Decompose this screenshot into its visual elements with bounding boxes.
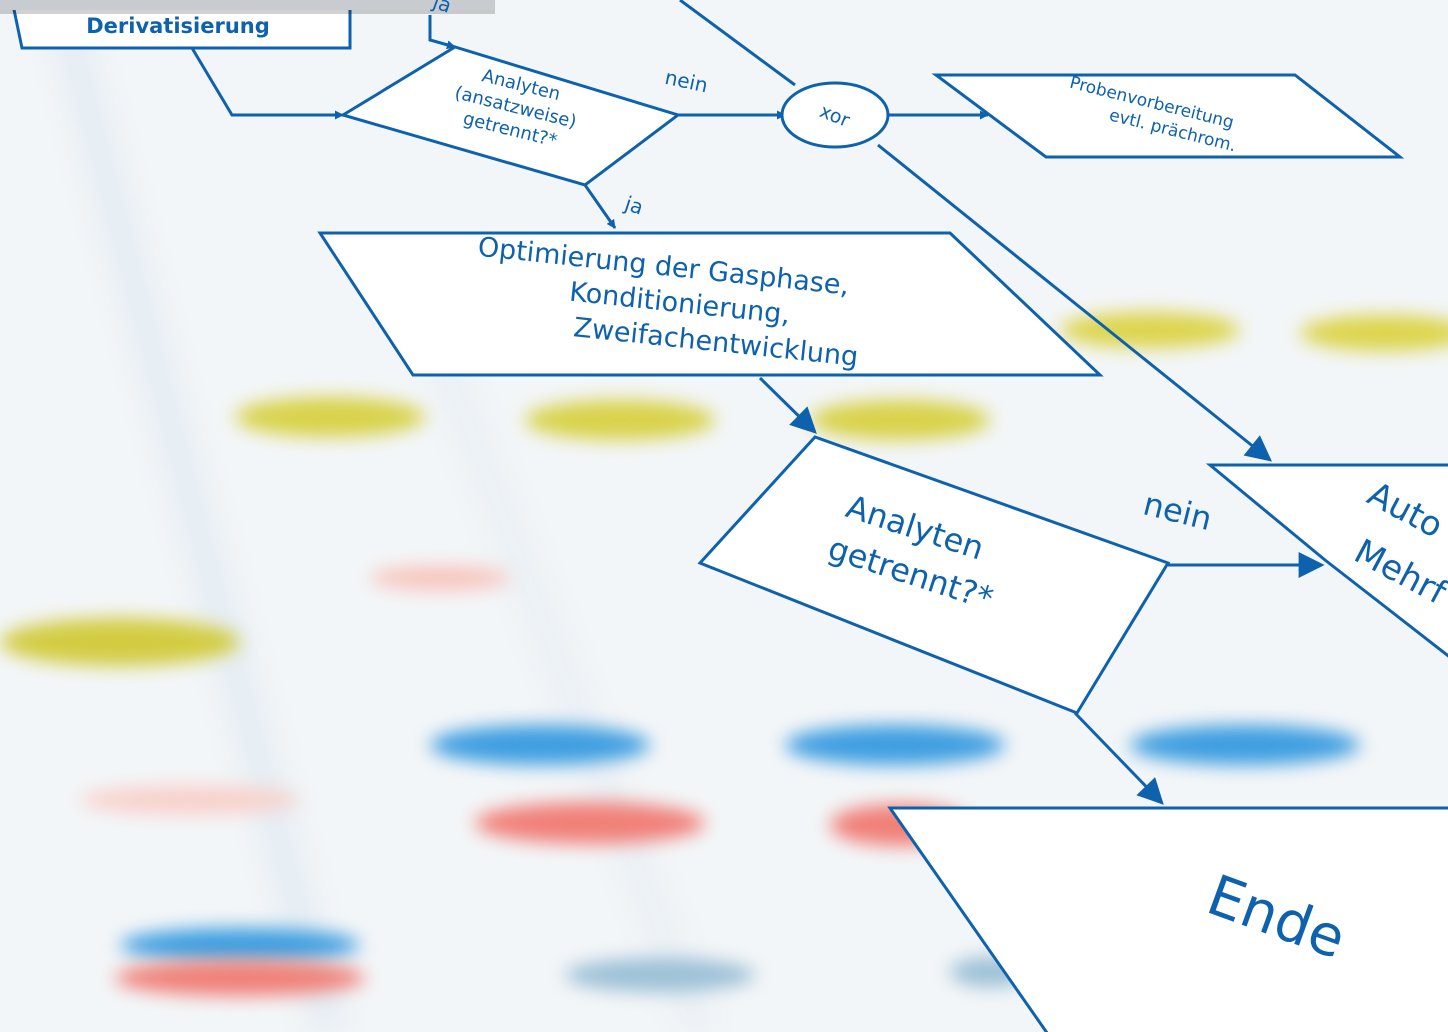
decision1-diamond (339, 45, 682, 187)
spot-red (475, 802, 705, 844)
connectors (190, 0, 1325, 805)
spot-blue-faint (565, 958, 755, 992)
decision2-nein-label: nein (1140, 485, 1216, 539)
decision1-nein-label: nein (663, 65, 710, 97)
plate-lanes (42, 0, 715, 1032)
ende-box (887, 806, 1448, 1032)
spot-pale-red (80, 786, 300, 814)
spot-yellow (1060, 312, 1240, 348)
spot-blue (785, 725, 1005, 765)
spot-blue (430, 725, 650, 765)
edge-top-decision1 (428, 15, 456, 50)
spot-yellow (1300, 315, 1448, 351)
edge-optimierung-decision2 (758, 376, 817, 434)
edge-derivatisierung-decision1 (190, 47, 344, 120)
probenvorbereitung-box (931, 73, 1405, 159)
edge-decision2-ende (1073, 711, 1164, 805)
spot-blue (1130, 725, 1360, 765)
spot-blue (120, 928, 360, 962)
spot-yellow (235, 397, 425, 437)
decision2-diamond (697, 435, 1171, 715)
derivatisierung-box (10, 0, 352, 50)
edge-xor-auto (877, 143, 1273, 462)
edge-top-xor (679, 0, 796, 87)
top-clipped-panel (0, 0, 495, 10)
xor-node (780, 81, 890, 149)
spot-yellow (0, 618, 240, 666)
edge-decision1-optimierung (583, 184, 617, 229)
decision1-ja-label: ja (621, 191, 646, 220)
spot-yellow (525, 400, 715, 440)
derivatisierung-label: Derivatisierung (86, 14, 270, 38)
auto-box (1205, 463, 1448, 658)
spot-pale-red (370, 566, 510, 590)
spot-yellow (810, 400, 990, 440)
optimierung-box (317, 231, 1104, 377)
spot-red (115, 960, 365, 996)
